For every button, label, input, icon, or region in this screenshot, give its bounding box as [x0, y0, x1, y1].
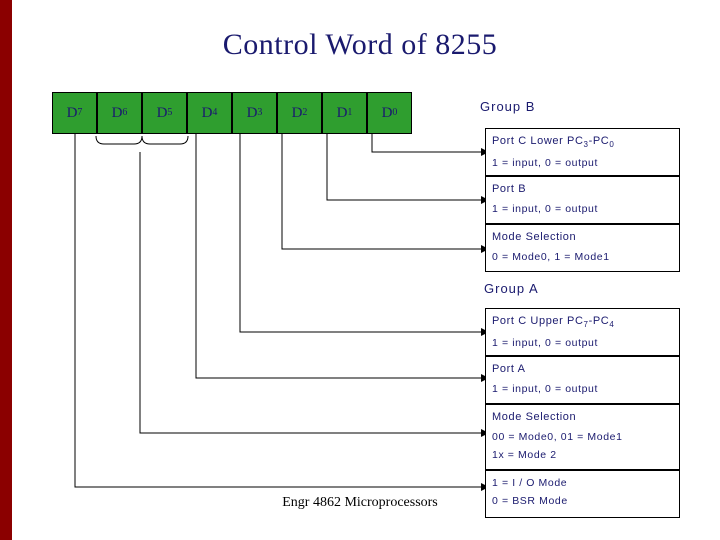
- port-b-box: Port B 1 = input, 0 = output: [485, 176, 680, 224]
- port-b-line-1: 1 = input, 0 = output: [492, 203, 599, 215]
- port-c-lower-title-pre: Port C Lower PC: [492, 135, 584, 147]
- bit-label-d6: D: [111, 104, 123, 121]
- mode-selection-a-title: Mode Selection: [492, 411, 577, 423]
- port-c-lower-sub2: 0: [609, 140, 615, 150]
- bit-label-d4: D: [201, 104, 213, 121]
- port-c-upper-title: Port C Upper PC7-PC4: [492, 315, 673, 329]
- port-c-lower-sub1: 3: [583, 140, 589, 150]
- mode-selection-a-line-1: 00 = Mode0, 01 = Mode1: [492, 431, 623, 443]
- port-a-title: Port A: [492, 363, 526, 375]
- bit-label-d7: D: [66, 104, 78, 121]
- port-a-line-1: 1 = input, 0 = output: [492, 383, 599, 395]
- mode-selection-b-title: Mode Selection: [492, 231, 577, 243]
- bit-subscript-d5: 5: [167, 107, 173, 118]
- mode-selection-a-box: Mode Selection 00 = Mode0, 01 = Mode1 1x…: [485, 404, 680, 470]
- port-b-title: Port B: [492, 183, 527, 195]
- port-c-upper-sub1: 7: [583, 320, 589, 330]
- left-decorative-band: [0, 0, 12, 540]
- mode-selection-a-line-2: 1x = Mode 2: [492, 449, 557, 461]
- bit-subscript-d0: 0: [392, 107, 398, 118]
- bit-label-d1: D: [336, 104, 348, 121]
- bit-subscript-d6: 6: [122, 107, 128, 118]
- footer-text: Engr 4862 Microprocessors: [282, 495, 438, 510]
- port-c-lower-title-mid: -PC: [588, 135, 610, 147]
- bit-label-d5: D: [156, 104, 168, 121]
- bit-label-d0: D: [381, 104, 393, 121]
- bit-subscript-d7: 7: [77, 107, 83, 118]
- bit-label-d2: D: [291, 104, 303, 121]
- port-c-upper-title-pre: Port C Upper PC: [492, 315, 584, 327]
- bit-subscript-d1: 1: [347, 107, 353, 118]
- group-a-label: Group A: [484, 281, 539, 296]
- port-a-box: Port A 1 = input, 0 = output: [485, 356, 680, 404]
- port-c-upper-box: Port C Upper PC7-PC4 1 = input, 0 = outp…: [485, 308, 680, 356]
- port-c-lower-title: Port C Lower PC3-PC0: [492, 135, 673, 149]
- page-title: Control Word of 8255: [222, 28, 498, 61]
- port-c-upper-sub2: 4: [609, 320, 615, 330]
- bit-label-d3: D: [246, 104, 258, 121]
- bit-subscript-d2: 2: [302, 107, 308, 118]
- port-c-upper-title-mid: -PC: [588, 315, 610, 327]
- io-bsr-mode-line-2: 0 = BSR Mode: [492, 495, 568, 507]
- group-b-label: Group B: [480, 99, 536, 114]
- port-c-upper-line-1: 1 = input, 0 = output: [492, 337, 599, 350]
- bit-subscript-d4: 4: [212, 107, 218, 118]
- mode-selection-b-box: Mode Selection 0 = Mode0, 1 = Mode1: [485, 224, 680, 272]
- mode-selection-b-line-1: 0 = Mode0, 1 = Mode1: [492, 251, 610, 263]
- io-bsr-mode-box: 1 = I / O Mode 0 = BSR Mode: [485, 470, 680, 518]
- bit-subscript-d3: 3: [257, 107, 263, 118]
- port-c-lower-box: Port C Lower PC3-PC0 1 = input, 0 = outp…: [485, 128, 680, 176]
- port-c-lower-line-1: 1 = input, 0 = output: [492, 157, 599, 170]
- io-bsr-mode-line-1: 1 = I / O Mode: [492, 477, 568, 489]
